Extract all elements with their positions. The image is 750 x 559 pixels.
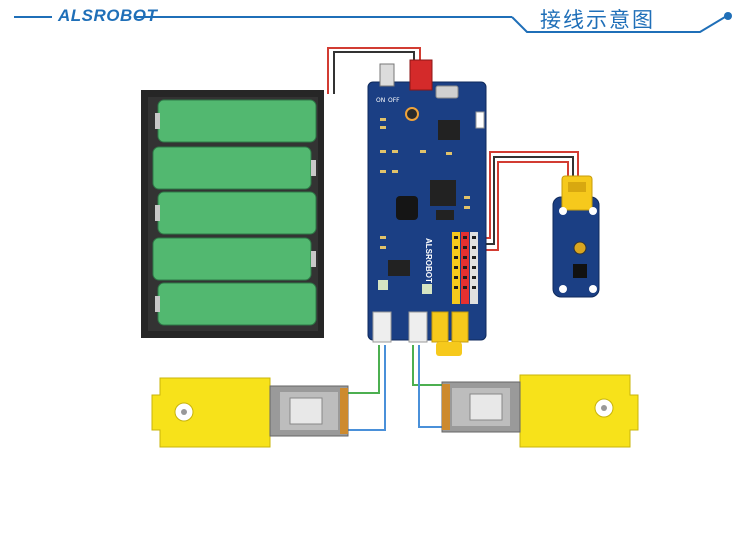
battery-cell: [155, 191, 317, 235]
power-connector: [409, 59, 433, 91]
left-gear-motor: [151, 377, 349, 448]
motor-connector-right: [408, 311, 428, 343]
motor-connector-left: [372, 311, 392, 343]
battery-wires: [327, 47, 421, 94]
chip-icon: [436, 210, 454, 220]
battery-cell: [155, 99, 317, 143]
switch-label-off: OFF: [388, 97, 400, 104]
header-decoration: [14, 12, 732, 33]
mounting-hole-icon: [589, 285, 597, 293]
capacitor-icon: [378, 280, 388, 290]
power-switch: [379, 63, 395, 87]
mounting-hole-icon: [559, 207, 567, 215]
sensor-module: [552, 175, 600, 298]
chip-icon: [388, 260, 410, 276]
battery-cell: [155, 282, 317, 326]
page-title: 接线示意图: [540, 8, 655, 32]
right-gear-motor: [441, 374, 639, 448]
usb-port-icon: [435, 85, 459, 99]
battery-pack: [141, 90, 324, 338]
capacitor-icon: [405, 107, 419, 121]
right-motor-wires: [412, 345, 442, 428]
servo-connector: [451, 311, 469, 343]
smd-components: [380, 118, 470, 249]
capacitor-icon: [422, 284, 432, 294]
left-motor-wires: [348, 345, 386, 431]
mounting-hole-icon: [589, 207, 597, 215]
io-header-pins: [452, 232, 478, 304]
battery-cell: [152, 146, 316, 190]
chip-icon: [430, 180, 456, 206]
sensor-element-icon: [573, 241, 587, 255]
reset-button-icon: [475, 111, 485, 129]
controller-board: ON OFF ALSROBOT: [367, 59, 487, 356]
sensor-element-icon: [573, 264, 587, 278]
inductor-icon: [396, 196, 418, 220]
battery-cell: [152, 237, 316, 281]
sensor-connector: [561, 175, 593, 211]
board-brand-text: ALSROBOT: [424, 238, 433, 283]
servo-connector: [431, 311, 449, 343]
chip-icon: [438, 120, 460, 140]
servo-connector: [436, 342, 462, 356]
mounting-hole-icon: [559, 285, 567, 293]
brand-logo: ALSROBOT: [58, 6, 158, 25]
switch-label-on: ON: [376, 97, 385, 104]
